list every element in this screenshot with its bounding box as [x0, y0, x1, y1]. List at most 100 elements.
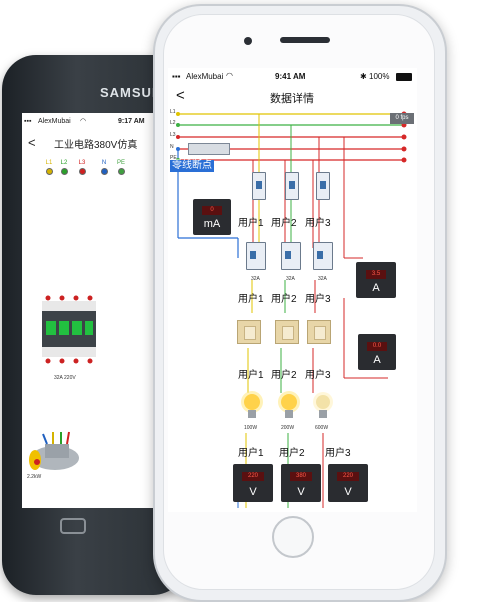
- battery-percent: 100%: [369, 72, 390, 81]
- meter-unit: mA: [203, 218, 221, 230]
- battery-icon: [396, 73, 412, 81]
- contactor-rating: 32A 220V: [54, 375, 76, 381]
- speaker-grille: [280, 37, 330, 43]
- terminal-dot-icon: [117, 168, 125, 175]
- meter-reading: 380: [290, 472, 312, 481]
- terminal-dot-icon: [45, 168, 53, 175]
- user1-meter-breaker[interactable]: [246, 242, 266, 270]
- bluetooth-icon: ✱: [360, 72, 367, 81]
- terminal-l2[interactable]: L2: [57, 160, 71, 175]
- terminal-label: PE: [116, 160, 125, 166]
- user3-label-breaker: 用户3: [305, 294, 331, 305]
- user2-label-bottom: 用户2: [279, 448, 305, 459]
- signal-icon: ▪▪▪: [24, 118, 32, 125]
- terminal-l1[interactable]: L1: [42, 160, 56, 175]
- back-button[interactable]: <: [176, 87, 185, 104]
- user1-label-switch: 用户1: [238, 370, 264, 381]
- bus-label-l1: L1: [170, 109, 176, 115]
- signal-icon: ▪▪▪: [172, 72, 181, 81]
- bulb-rating: 200W: [281, 425, 295, 431]
- user2-top-breaker[interactable]: [285, 172, 299, 200]
- user2-wall-switch[interactable]: [275, 320, 299, 344]
- user2-label-breaker: 用户2: [271, 294, 297, 305]
- terminal-n[interactable]: N: [97, 160, 111, 175]
- breaker-rating: 32A: [318, 276, 327, 282]
- status-time: 9:17 AM: [118, 118, 145, 125]
- meter-reading: 3.5: [366, 270, 386, 279]
- meter-unit: V: [297, 486, 305, 498]
- contactor-component[interactable]: 32A 220V: [40, 295, 100, 381]
- meter-unit: A: [372, 282, 380, 294]
- bus-label-pe: PE: [170, 155, 177, 161]
- meter-reading: 0.0: [367, 342, 387, 351]
- meter-unit: A: [373, 354, 381, 366]
- voltmeter-1: 220 V: [233, 464, 273, 502]
- motor-rating: 2.2kW: [27, 474, 42, 480]
- user2-lightbulb-icon: [278, 391, 300, 418]
- motor-icon: [29, 431, 79, 470]
- voltmeter-3: 220 V: [328, 464, 368, 502]
- user3-label-top: 用户3: [305, 218, 331, 229]
- user3-top-breaker[interactable]: [316, 172, 330, 200]
- user3-wall-switch[interactable]: [307, 320, 331, 344]
- iphone-home-button[interactable]: [272, 516, 314, 558]
- breaker-rating: 32A: [251, 276, 260, 282]
- breaker-rating: 32A: [286, 276, 295, 282]
- terminal-label: L3: [78, 160, 86, 166]
- meter-reading: 0: [202, 206, 222, 215]
- terminal-label: L2: [60, 160, 68, 166]
- ammeter-2: 0.0 A: [358, 334, 396, 370]
- motor-component[interactable]: 2.2kW: [25, 430, 85, 480]
- user3-label-bottom: 用户3: [325, 448, 351, 459]
- meter-unit: V: [249, 486, 257, 498]
- iphone-nav-bar: < 数据详情: [168, 86, 417, 108]
- terminal-dot-icon: [100, 168, 108, 175]
- bulb-rating: 600W: [315, 425, 329, 431]
- milliamp-meter: 0 mA: [193, 199, 231, 235]
- meter-unit: V: [344, 486, 352, 498]
- user3-label-switch: 用户3: [305, 370, 331, 381]
- wifi-icon: ◠: [80, 118, 87, 125]
- status-time: 9:41 AM: [275, 72, 306, 81]
- user3-meter-breaker[interactable]: [313, 242, 333, 270]
- terminal-label: L1: [45, 160, 53, 166]
- iphone-status-bar: ▪▪▪ AlexMubai ◠ 9:41 AM ✱ 100%: [168, 70, 417, 84]
- wifi-icon: ◠: [226, 71, 233, 80]
- bus-label-l3: L3: [170, 132, 176, 138]
- samsung-status-bar: ▪▪▪ AlexMubai ◠ 9:17 AM: [22, 116, 172, 128]
- bulb-rating: 100W: [244, 425, 258, 431]
- neutral-breakpoint-switch[interactable]: [188, 143, 230, 155]
- user3-lightbulb-icon: [313, 392, 333, 418]
- user2-label-switch: 用户2: [271, 370, 297, 381]
- fps-badge: 0 fps: [390, 113, 414, 124]
- user1-top-breaker[interactable]: [252, 172, 266, 200]
- carrier-label: AlexMubai: [38, 118, 71, 125]
- terminal-pe[interactable]: PE: [114, 160, 128, 175]
- terminal-dot-icon: [78, 168, 86, 175]
- samsung-home-button[interactable]: [60, 518, 86, 534]
- user1-label-breaker: 用户1: [238, 294, 264, 305]
- bus-label-n: N: [170, 144, 174, 150]
- user1-wall-switch[interactable]: [237, 320, 261, 344]
- bus-label-l2: L2: [170, 120, 176, 126]
- ammeter-1: 3.5 A: [356, 262, 396, 298]
- user1-lightbulb-icon: [241, 391, 263, 418]
- back-button[interactable]: <: [28, 135, 36, 150]
- carrier-label: AlexMubai: [186, 72, 224, 81]
- page-title: 工业电路380V仿真: [54, 140, 138, 151]
- samsung-nav-bar: < 工业电路380V仿真: [22, 132, 172, 154]
- meter-reading: 220: [337, 472, 359, 481]
- user2-meter-breaker[interactable]: [281, 242, 301, 270]
- meter-reading: 220: [242, 472, 264, 481]
- terminal-dot-icon: [60, 168, 68, 175]
- user1-label-top: 用户1: [238, 218, 264, 229]
- terminal-l3[interactable]: L3: [75, 160, 89, 175]
- terminal-label: N: [101, 160, 107, 166]
- camera-icon: [244, 37, 252, 45]
- user2-label-top: 用户2: [271, 218, 297, 229]
- voltmeter-2: 380 V: [281, 464, 321, 502]
- page-title: 数据详情: [270, 93, 314, 105]
- neutral-fault-label: 零线断点: [170, 160, 214, 172]
- contactor-icon: [42, 295, 96, 364]
- user1-label-bottom: 用户1: [238, 448, 264, 459]
